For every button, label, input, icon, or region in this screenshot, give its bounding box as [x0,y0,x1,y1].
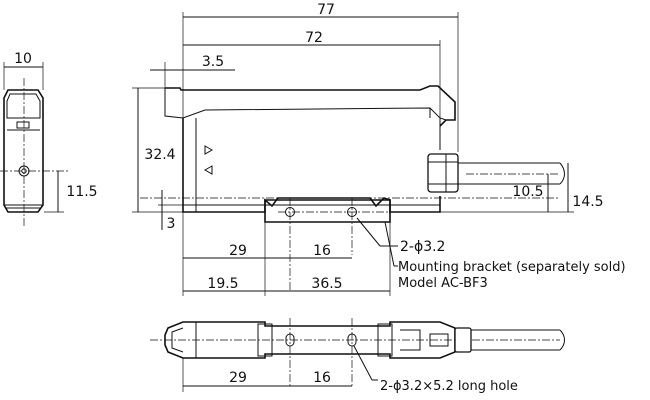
dim-row-lower [183,222,391,296]
bottom-view [150,318,565,392]
side-view [0,62,70,226]
cable-height-a-dim: 10.5 [512,184,543,200]
bracket-offset-dim: 19.5 [207,276,238,292]
side-center-height-dim: 11.5 [66,184,97,200]
bracket-note-line1: Mounting bracket (separately sold) [398,260,626,275]
tip-offset-dim: 3.5 [202,54,224,70]
hole-callout: 2-ϕ3.2 [400,239,445,255]
indicator-arrows [203,145,214,175]
long-hole-callout: 2-ϕ3.2×5.2 long hole [380,379,518,394]
note-leaders [356,217,398,267]
bottom-hole-pitch-dim: 16 [313,370,331,386]
dim-cable [390,163,574,213]
cable-height-b-dim: 14.5 [572,194,603,210]
cable-gland [427,153,459,193]
hole-pitch-dim: 16 [313,243,331,259]
bracket-length-dim: 36.5 [311,276,342,292]
body-height-dim: 32.4 [144,147,175,163]
overall-length-dim: 77 [317,2,335,18]
bracket-thickness-dim: 3 [167,216,176,232]
bracket-note-line2: Model AC-BF3 [398,276,488,291]
dim-77 [182,12,459,152]
dim-3-5 [150,62,235,88]
body-length-dim: 72 [305,30,323,46]
side-width-dim: 10 [14,51,32,67]
dim-72 [183,40,441,120]
dim-row-upper [182,212,352,296]
dim-3 [158,190,183,230]
hole-position-dim: 29 [229,243,247,259]
bottom-hole-position-dim: 29 [229,370,247,386]
mounting-bracket [264,197,391,223]
dim-32-4 [132,87,183,213]
